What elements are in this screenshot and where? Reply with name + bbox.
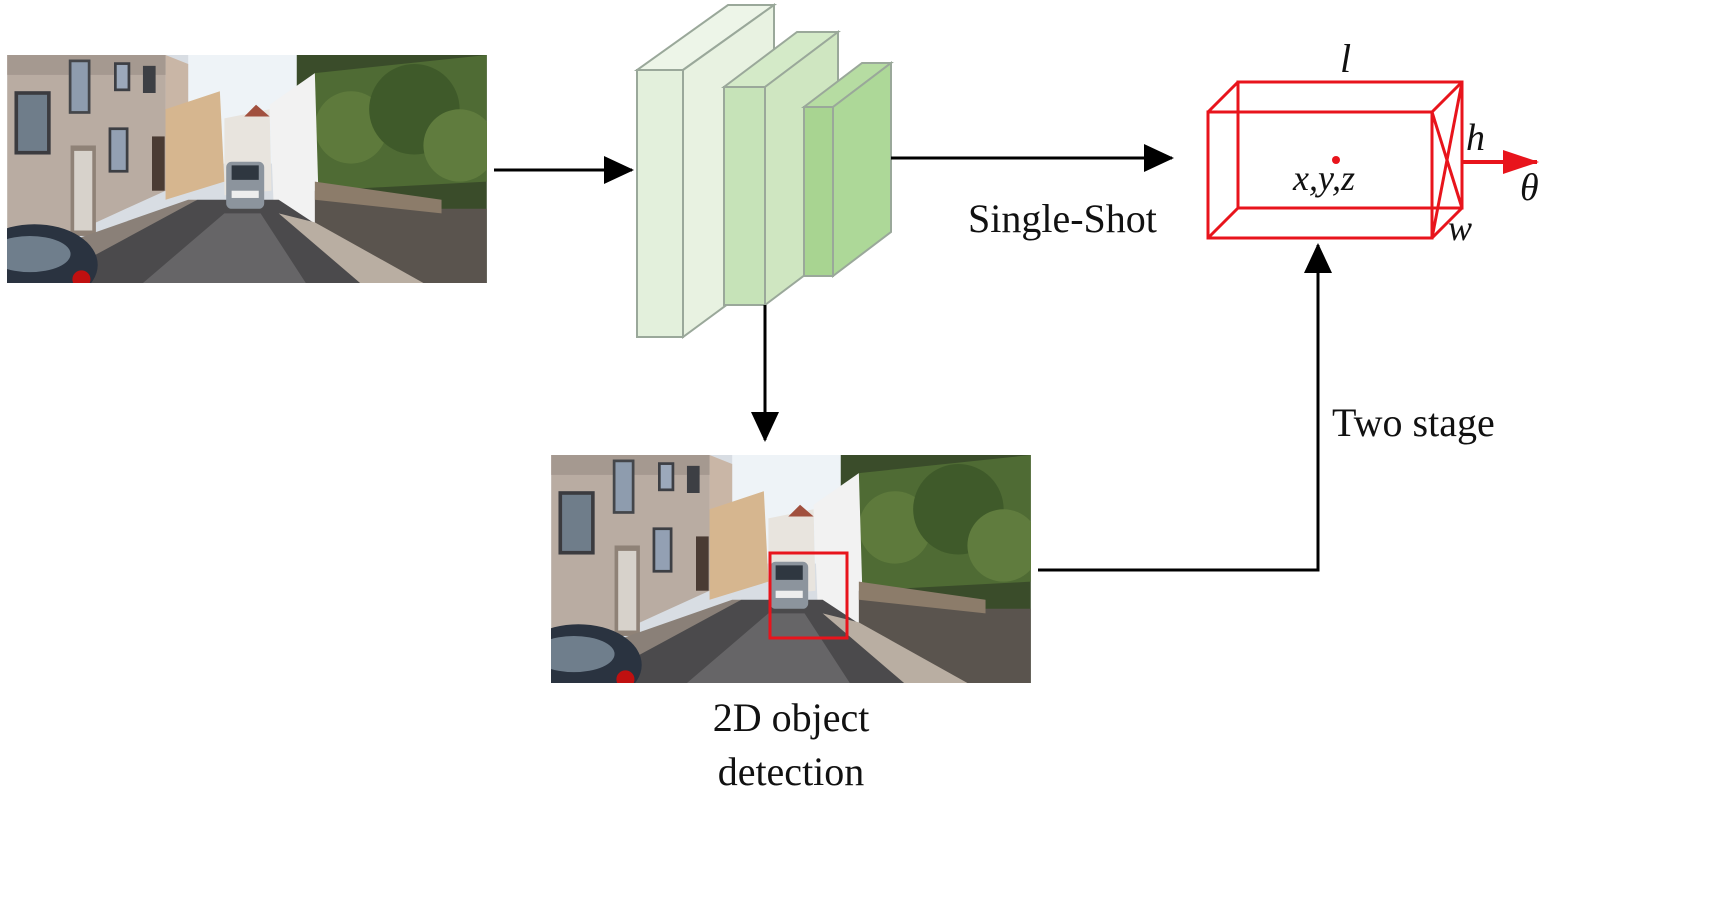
orientation-label: θ xyxy=(1520,167,1539,209)
detection-image xyxy=(551,455,1031,683)
2d-bounding-box xyxy=(768,551,849,640)
feature-extractor xyxy=(633,3,894,339)
feature-map-2-front xyxy=(723,86,766,306)
box-length-label: l xyxy=(1340,36,1351,81)
single-shot-label: Single-Shot xyxy=(968,196,1157,241)
detection-label-line2: detection xyxy=(718,749,865,794)
detection-label-line1: 2D object xyxy=(713,695,870,740)
box-height-label: h xyxy=(1466,117,1485,159)
3d-bounding-box xyxy=(1206,80,1464,240)
two-stage-label: Two stage xyxy=(1332,400,1495,445)
box-width-label: w xyxy=(1448,208,1472,248)
box-center-dot xyxy=(1332,156,1340,164)
arrow-two-stage xyxy=(1038,243,1332,572)
feature-map-3-front xyxy=(803,106,834,277)
input-image xyxy=(7,55,487,283)
box-center-label: x,y,z xyxy=(1292,158,1355,198)
feature-map-1-front xyxy=(636,69,684,338)
